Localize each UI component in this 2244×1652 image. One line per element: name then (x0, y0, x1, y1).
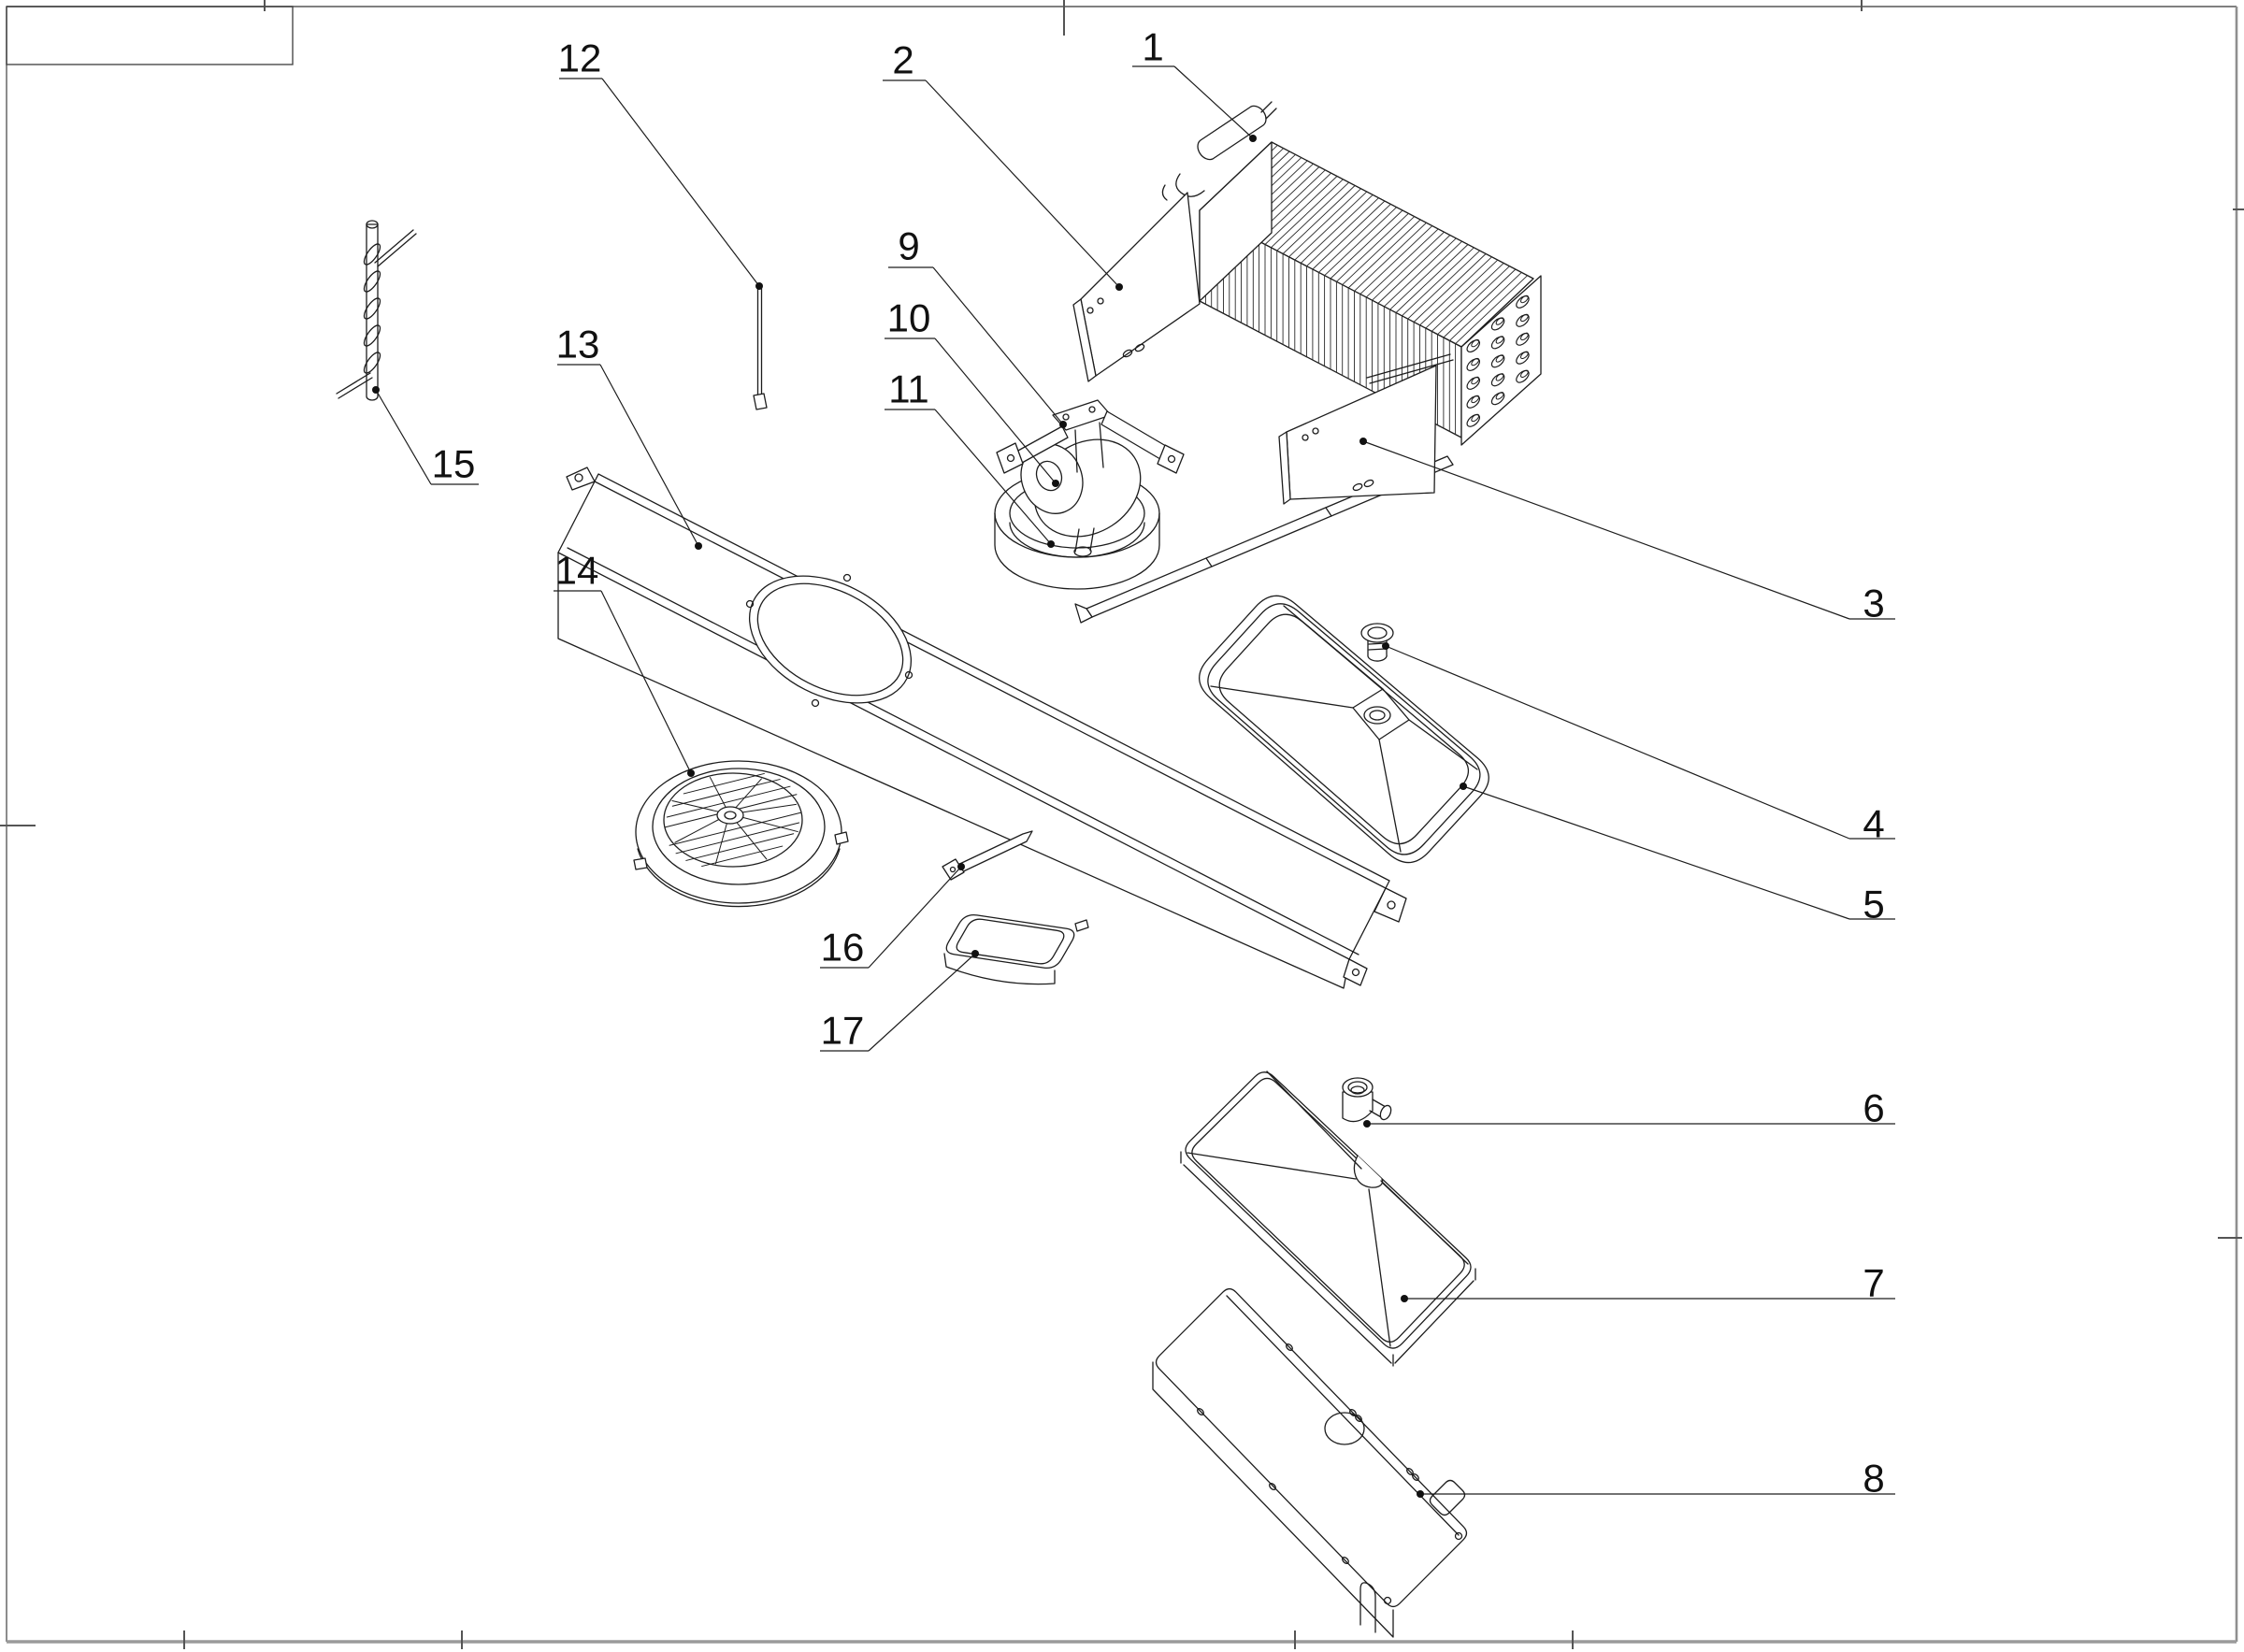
callout-11: 11 (885, 367, 1055, 548)
leader-line (932, 266, 1064, 425)
panel-notch (1353, 1155, 1384, 1188)
leader-line (600, 590, 692, 774)
leader-dot (1363, 1120, 1371, 1128)
leader-line (601, 78, 760, 287)
leader-dot (1460, 783, 1467, 790)
part-12-capillary-tube (753, 284, 768, 410)
callout-3: 3 (1359, 438, 1895, 625)
part-number-label: 9 (898, 224, 919, 268)
leader-line (934, 338, 1057, 484)
part-16-sensor-clip (942, 830, 1033, 881)
tube-bends (1466, 294, 1530, 427)
leader-dot (1059, 421, 1067, 428)
leader-line (868, 866, 962, 969)
leader-dot (687, 769, 695, 777)
callout-6: 6 (1363, 1086, 1895, 1130)
part-number-label: 15 (432, 442, 476, 486)
part-number-label: 1 (1142, 25, 1163, 69)
part-7-drain-cover-panel (1180, 1070, 1476, 1367)
part-5-drain-pan (1199, 595, 1489, 864)
part-number-label: 2 (892, 38, 913, 82)
leader-dot (1359, 438, 1367, 445)
part-number-label: 6 (1863, 1086, 1884, 1130)
part-number-label: 16 (821, 926, 865, 970)
leader-line (1362, 440, 1850, 620)
part-17-drip-tray (943, 913, 1089, 985)
coil-left-end-plate (1199, 141, 1273, 302)
leader-dot (971, 950, 979, 957)
title-block (6, 6, 294, 65)
leader-line (925, 79, 1120, 288)
part-number-label: 4 (1863, 802, 1884, 846)
part-1-evaporator-coil (1074, 101, 1542, 624)
leader-dot (1249, 135, 1257, 142)
leader-dot (1047, 540, 1055, 548)
leader-dot (1115, 283, 1123, 291)
callout-2: 2 (883, 38, 1123, 291)
part-number-label: 12 (558, 36, 602, 80)
leader-dot (695, 542, 702, 550)
leader-line (1385, 645, 1850, 840)
leader-line (1173, 65, 1254, 139)
callout-17: 17 (820, 950, 979, 1053)
callout-14: 14 (554, 549, 695, 777)
suction-pipe (1197, 105, 1267, 161)
leader-line (375, 389, 432, 485)
part-number-label: 7 (1863, 1261, 1884, 1305)
part-number-label: 5 (1863, 883, 1884, 927)
coil-mount-rail (1086, 455, 1454, 618)
leader-dot (1401, 1295, 1408, 1302)
leader-dot (755, 282, 763, 290)
part-number-label: 13 (556, 323, 600, 366)
callout-15: 15 (372, 386, 479, 486)
part-13-air-duct-panel (557, 467, 1407, 989)
leader-dot (1382, 642, 1389, 650)
callout-1: 1 (1132, 25, 1257, 142)
part-number-label: 17 (821, 1009, 865, 1053)
callout-10: 10 (885, 296, 1059, 487)
grille-slats (664, 772, 802, 868)
part-number-label: 11 (888, 367, 929, 411)
part-8-bottom-cover (1152, 1287, 1468, 1638)
part-3-right-bracket (1278, 365, 1437, 505)
part-9-motor-bracket (996, 399, 1185, 474)
leader-line (868, 953, 976, 1052)
part-4-drain-fitting (1360, 623, 1394, 662)
leader-dot (1417, 1490, 1424, 1498)
part-number-label: 8 (1863, 1457, 1884, 1501)
part-14-fan-grille (633, 760, 849, 908)
callout-13: 13 (556, 323, 702, 550)
part-15-defrost-heater (336, 220, 417, 401)
callout-16: 16 (820, 863, 965, 970)
pan-creases (1210, 605, 1478, 853)
leader-line (599, 364, 699, 547)
leader-line (934, 409, 1052, 545)
leader-dot (957, 863, 965, 870)
callout-7: 7 (1401, 1261, 1895, 1305)
part-number-label: 3 (1863, 582, 1884, 625)
part-number-label: 10 (887, 296, 931, 340)
callout-5: 5 (1460, 783, 1895, 927)
part-number-label: 14 (555, 549, 599, 593)
part-6-drain-elbow (1342, 1077, 1392, 1123)
leader-dot (1052, 480, 1059, 487)
leader-line (1462, 785, 1850, 920)
leader-dot (372, 386, 380, 394)
callout-4: 4 (1382, 642, 1895, 846)
callout-12: 12 (558, 36, 763, 290)
part-2-left-bracket (1072, 192, 1201, 382)
callout-8: 8 (1417, 1457, 1895, 1501)
callout-9: 9 (888, 224, 1067, 428)
